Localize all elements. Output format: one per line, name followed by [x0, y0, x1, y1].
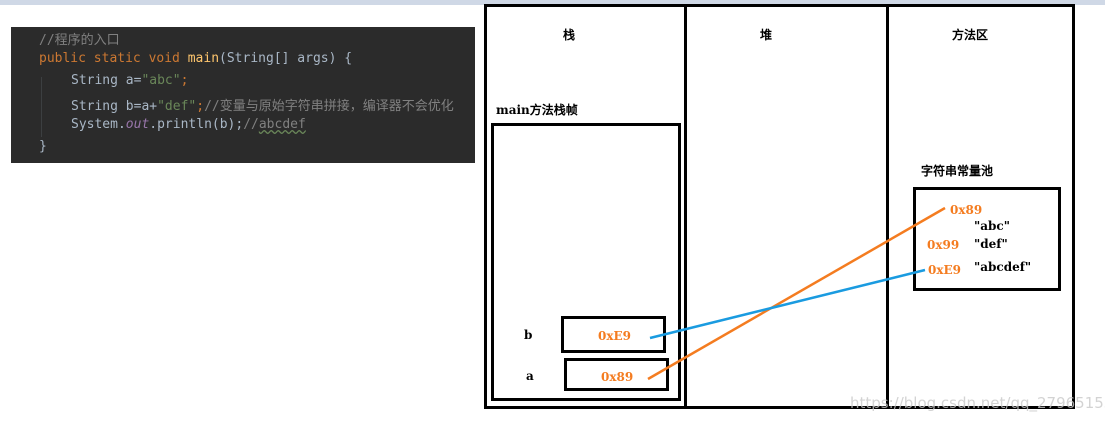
b: .println(b); [149, 117, 244, 132]
pool-addr: 0x99 [927, 238, 960, 252]
pool-addr: 0x89 [950, 203, 983, 217]
t: String b=a+ [71, 99, 158, 114]
stack-title: 栈 [563, 28, 576, 42]
pointer-a-line [647, 206, 946, 381]
var-b-label: b [524, 328, 533, 342]
heap-title: 堆 [760, 28, 773, 42]
t: String a= [71, 73, 142, 88]
code-line-main: public static void main(String[] args) { [39, 51, 352, 66]
pool-value: "abcdef" [974, 260, 1032, 274]
c: // [243, 117, 259, 132]
c: //变量与原始字符串拼接，编译器不会优化 [204, 99, 454, 114]
pool-value: "def" [974, 237, 1008, 251]
pointer-b-line [649, 268, 926, 340]
main-stack-frame [491, 123, 681, 401]
rest: (String[] args) { [219, 51, 353, 66]
watermark: https://blog.csdn.net/qq_27965153 [850, 394, 1105, 412]
code-comment: //程序的入口 [39, 33, 120, 48]
var-b-value: 0xE9 [598, 329, 631, 343]
s: "abc" [141, 73, 181, 88]
e: ; [180, 73, 189, 88]
pool-value: "abc" [974, 219, 1010, 233]
pool-addr: 0xE9 [928, 263, 961, 277]
e: ; [196, 99, 205, 114]
divider [684, 4, 687, 409]
method-area-title: 方法区 [952, 28, 989, 42]
divider [886, 4, 889, 409]
code-editor: //程序的入口 public static void main(String[]… [11, 27, 475, 163]
var-a-value: 0x89 [601, 370, 634, 384]
code-line-print: System.out.println(b);//abcdef [71, 117, 306, 132]
string-pool [913, 187, 1061, 291]
fn: main [187, 51, 220, 66]
var-a-label: a [526, 369, 534, 383]
code-close: } [39, 139, 47, 154]
s: "def" [157, 99, 197, 114]
u: abcdef [258, 117, 306, 132]
frame-label: main方法栈帧 [496, 103, 578, 117]
indent-guide [41, 77, 42, 137]
memory-diagram [484, 4, 1075, 409]
string-pool-label: 字符串常量池 [921, 164, 994, 178]
var-a-slot [564, 358, 669, 391]
code-line-a: String a="abc"; [71, 73, 188, 88]
kw: public static void [39, 51, 188, 66]
top-bar [0, 0, 1105, 5]
code-line-b: String b=a+"def";//变量与原始字符串拼接，编译器不会优化 [71, 95, 454, 114]
t: System. [71, 117, 126, 132]
f: out [125, 117, 150, 132]
